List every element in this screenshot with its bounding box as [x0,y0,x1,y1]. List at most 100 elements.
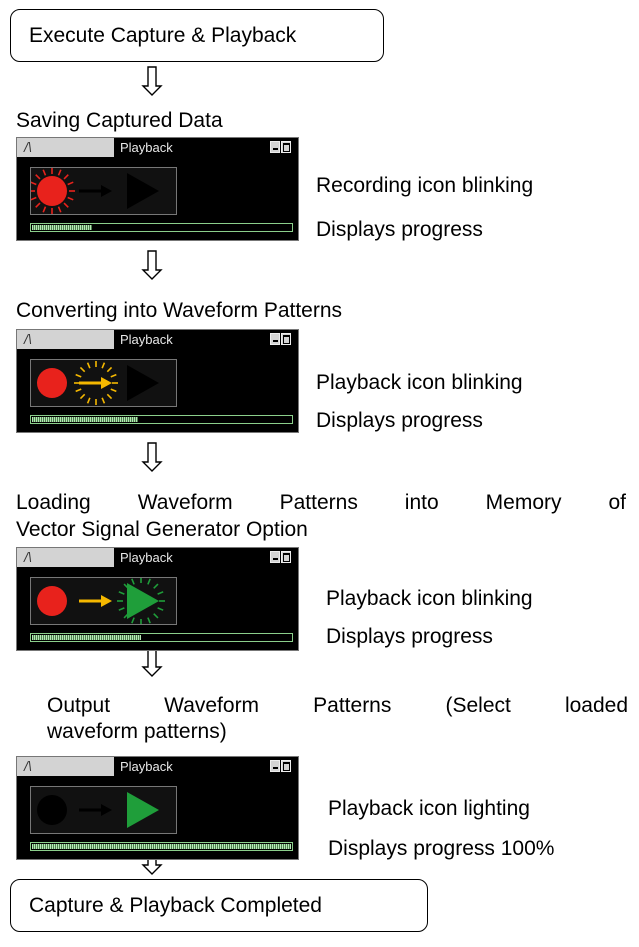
step-title-line1: Loading Waveform Patterns into Memory of [16,491,626,514]
maximize-button[interactable] [281,760,291,772]
minimize-button[interactable] [270,760,280,772]
status-icon-panel [30,786,177,834]
progress-note: Displays progress [316,218,483,241]
progress-note: Displays progress [316,409,483,432]
blink-ray [30,196,37,201]
icon-status-note: Playback icon lighting [328,797,530,820]
window-titlebar[interactable]: /\ Playback [17,757,298,776]
blink-ray [131,578,135,585]
minimize-button[interactable] [270,333,280,345]
progress-note: Displays progress [326,625,493,648]
window-controls [270,760,292,773]
transfer-arrow-head-icon [101,377,112,389]
app-logo-icon: /\ [24,549,32,565]
progress-fill [32,225,92,230]
progress-note: Displays progress 100% [328,837,555,860]
down-arrow-icon [141,66,163,96]
blink-ray [67,181,74,186]
app-logo-icon: /\ [24,331,32,347]
transfer-arrow-head-icon [101,595,112,607]
window-titlebar[interactable]: /\Playback [17,548,298,567]
blink-ray [35,174,41,180]
record-icon [37,176,67,206]
status-icons [37,577,165,625]
down-arrow-icon [141,442,163,472]
blink-ray [123,583,129,589]
playback-window: /\ Playback [16,329,299,433]
blink-ray [75,373,82,378]
playback-window: /\ Playback [16,756,299,860]
maximize-button[interactable] [281,141,291,153]
icon-status-note: Recording icon blinking [316,174,534,197]
window-title: Playback [120,759,173,774]
blink-ray [79,366,86,373]
blink-ray [153,613,159,619]
icon-status-note: Playback icon blinking [316,371,523,394]
play-icon [127,173,159,209]
record-icon [37,795,67,825]
maximize-button[interactable] [281,551,291,563]
blink-ray [57,169,62,176]
window-controls [270,551,292,564]
down-arrow-icon [141,250,163,280]
status-icons [37,361,159,405]
progress-fill [32,417,139,422]
titlebar-left-panel: /\ [17,330,114,349]
status-icon-panel [30,359,177,407]
window-titlebar[interactable]: /\ Playback [17,330,298,349]
end-box-label: Capture & Playback Completed [29,893,322,917]
progress-bar [30,633,293,642]
blink-ray [42,169,47,176]
blink-ray [67,196,74,201]
window-controls [270,333,292,346]
start-box: Execute Capture & Playback [10,9,384,62]
blink-ray [157,607,164,611]
blink-ray [123,613,129,619]
minimize-button[interactable] [270,551,280,563]
blink-ray [101,362,106,369]
play-icon [127,792,159,828]
progress-fill [32,844,291,849]
blink-ray [63,174,69,180]
progress-bar [30,223,293,232]
blink-ray [147,578,151,585]
blink-ray [110,373,117,378]
record-icon [37,368,67,398]
transfer-arrow-head-icon [101,185,112,197]
blink-ray [131,617,135,624]
progress-fill [32,635,141,640]
transfer-arrow-head-icon [101,804,112,816]
titlebar-left-panel: /\ [17,138,114,157]
step-title: Converting into Waveform Patterns [16,299,343,322]
blink-ray [30,181,37,186]
titlebar-left-panel: /\ [17,548,114,567]
blink-ray [101,397,106,404]
blink-ray [106,366,113,373]
progress-bar [30,842,293,851]
end-box: Capture & Playback Completed [10,879,428,932]
app-logo-icon: /\ [24,139,32,155]
blink-ray [157,591,164,595]
playback-window: /\Playback [16,547,299,651]
blink-ray [110,388,117,393]
blink-ray [106,393,113,400]
record-icon [37,586,67,616]
maximize-button[interactable] [281,333,291,345]
status-icons [37,792,159,828]
window-controls [270,141,292,154]
play-icon [127,583,159,619]
start-box-label: Execute Capture & Playback [29,23,297,47]
window-title: Playback [120,332,173,347]
status-icons [29,168,159,214]
window-title: Playback [120,140,173,155]
window-titlebar[interactable]: /\ Playback [17,138,298,157]
status-icon-panel [29,167,177,215]
step-title-line1: Output Waveform Patterns (Select loaded [47,694,628,717]
blink-ray [35,202,41,208]
blink-ray [147,617,151,624]
minimize-button[interactable] [270,141,280,153]
icon-status-note: Playback icon blinking [326,587,533,610]
playback-window: /\ Playback [16,137,299,241]
step-title: Saving Captured Data [16,109,223,132]
titlebar-left-panel: /\ [17,757,114,776]
